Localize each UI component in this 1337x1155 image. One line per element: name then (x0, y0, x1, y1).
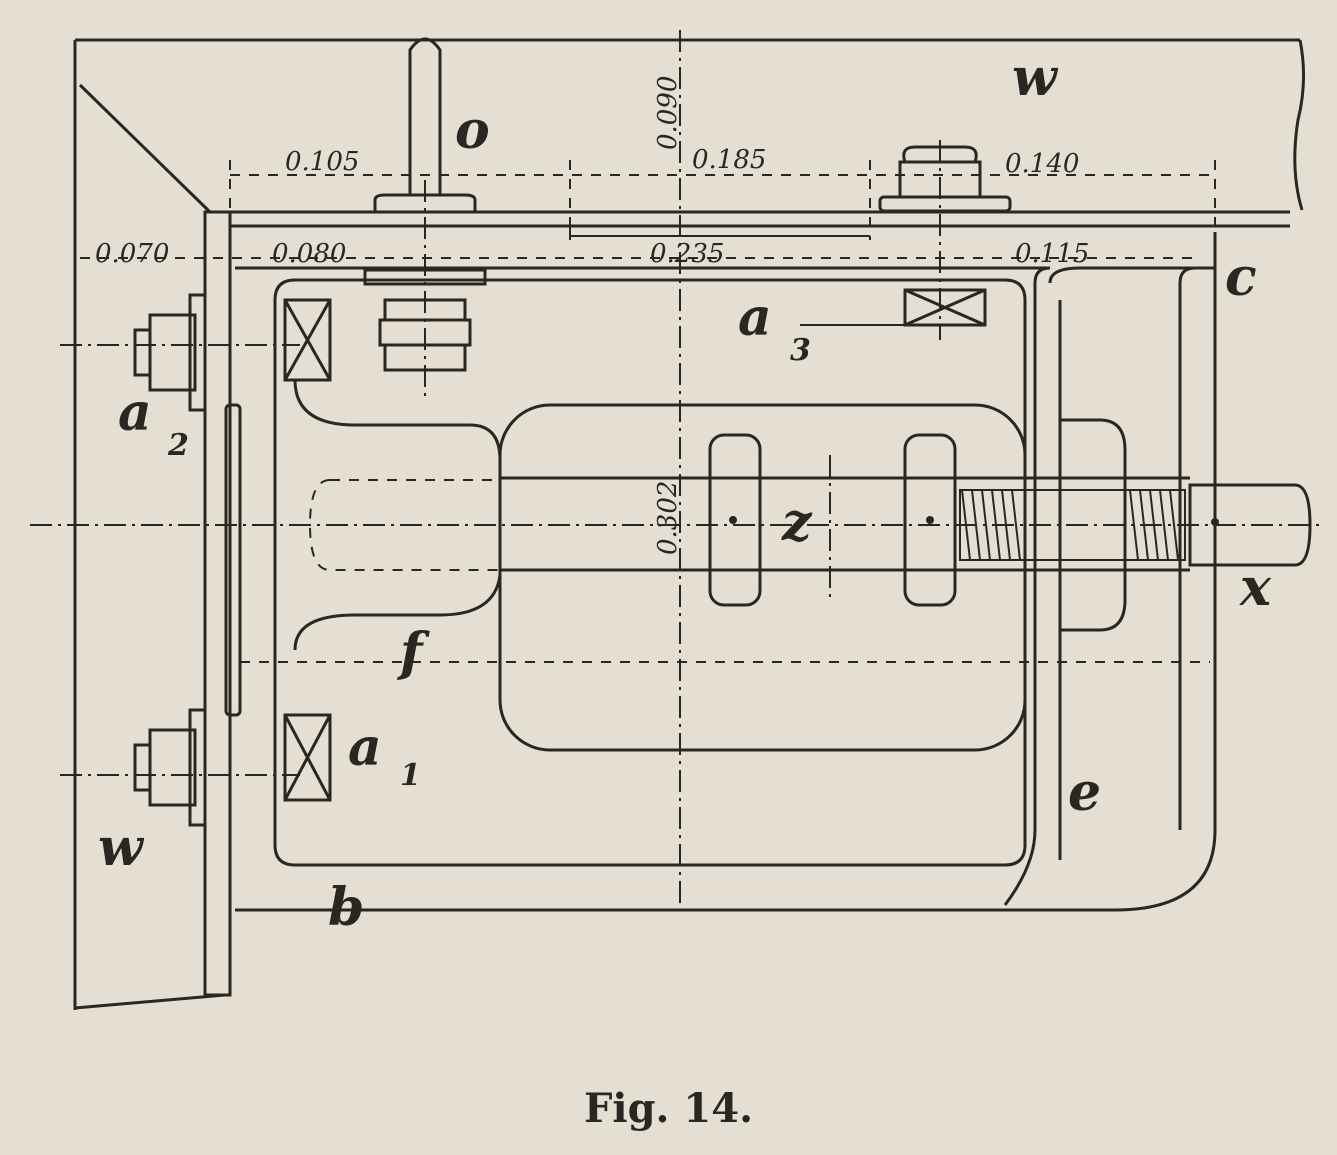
label-o: o (455, 100, 490, 161)
dim-0302: 0.302 (653, 481, 683, 555)
label-a3: a (738, 287, 772, 348)
dimension-labels: 0.105 0.185 0.140 0.090 0.070 0.080 0.23… (95, 76, 1089, 555)
label-z: z (781, 492, 813, 553)
label-a1: a (348, 717, 382, 778)
dim-0115: 0.115 (1015, 239, 1089, 269)
label-c: c (1225, 247, 1257, 308)
dim-0140: 0.140 (1005, 149, 1079, 179)
dim-0070: 0.070 (95, 239, 169, 269)
dim-0090: 0.090 (653, 76, 683, 150)
label-a2: a (118, 382, 152, 443)
label-a2-sub: 2 (167, 428, 189, 463)
label-b: b (328, 877, 364, 938)
wall-and-ceiling (73, 38, 1306, 1010)
label-x: x (1239, 557, 1272, 618)
dim-0235: 0.235 (650, 239, 724, 269)
figure-caption: Fig. 14. (583, 1085, 753, 1132)
label-a3-sub: 3 (790, 333, 811, 368)
dimension-lines (30, 30, 1320, 905)
dim-0185: 0.185 (692, 145, 766, 175)
part-letters: w o c a 3 a 2 z x f a 1 e w b (98, 47, 1272, 938)
dim-0080: 0.080 (272, 239, 346, 269)
label-f: f (396, 622, 430, 683)
nuts (133, 145, 1012, 827)
label-w-left: w (98, 817, 145, 878)
blocks (283, 288, 987, 802)
label-e: e (1068, 762, 1101, 823)
label-w-top: w (1012, 47, 1059, 108)
label-a1-sub: 1 (400, 758, 421, 793)
frame-b (235, 232, 1217, 912)
dim-0105: 0.105 (285, 147, 359, 177)
